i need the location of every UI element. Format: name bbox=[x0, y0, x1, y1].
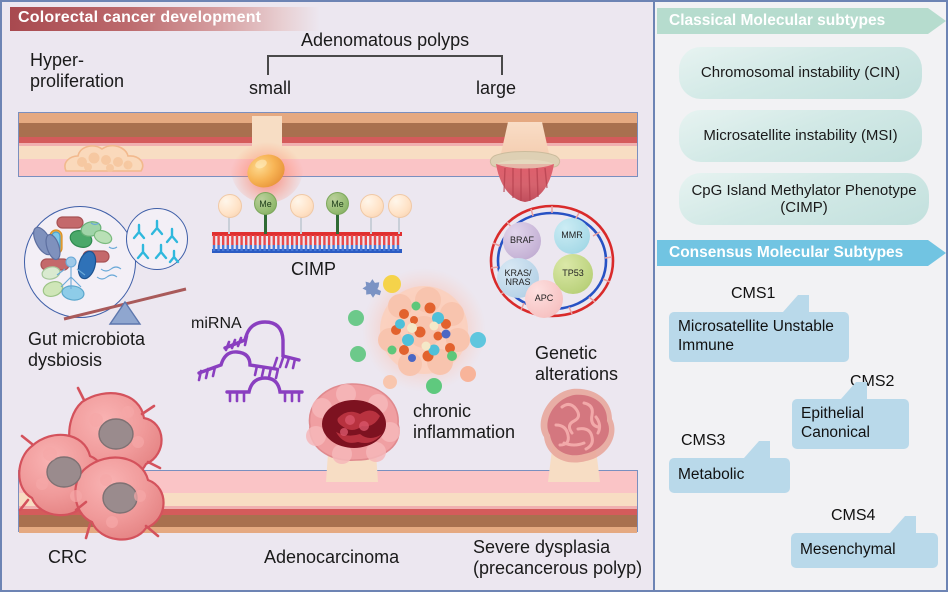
page-title: Colorectal cancer development bbox=[18, 9, 262, 26]
cms1-label: Microsatellite Unstable Immune bbox=[678, 318, 834, 354]
gene-sphere-mmr: MMR bbox=[554, 218, 590, 254]
cms1-bubble[interactable]: Microsatellite Unstable Immune bbox=[669, 295, 849, 362]
polyp-bracket bbox=[267, 55, 503, 75]
cms1-bubble-tail bbox=[783, 295, 809, 312]
gene-sphere-apc: APC bbox=[525, 280, 563, 318]
hyperproliferation-lesion bbox=[64, 144, 144, 172]
cms4-code: CMS4 bbox=[831, 507, 876, 524]
label-genetic-alterations: Genetic alterations bbox=[535, 343, 619, 385]
label-small-polyp: small bbox=[249, 78, 292, 98]
label-chronic-inflammation: chronic inflammation bbox=[413, 401, 516, 443]
severe-dysplasia-polyp bbox=[520, 387, 630, 482]
crc-development-panel: Colorectal cancer development Hyper- pro… bbox=[0, 0, 655, 592]
label-hyperproliferation: Hyper- proliferation bbox=[30, 50, 125, 92]
methylation-mark-2: Me bbox=[326, 192, 349, 215]
gene-sphere-kras-nras: KRAS/ NRAS bbox=[497, 258, 539, 298]
label-large-polyp: large bbox=[476, 78, 517, 98]
methylation-mark-1: Me bbox=[254, 192, 277, 215]
cimp-lollipops: Me Me bbox=[212, 192, 412, 237]
gene-sphere-braf: BRAF bbox=[503, 222, 541, 260]
gene-sphere-group: BRAF MMR KRAS/ NRAS TP53 APC bbox=[497, 216, 609, 318]
subtype-pill-cimp[interactable]: CpG Island Methylator Phenotype (CIMP) bbox=[679, 173, 929, 225]
cms4-bubble[interactable]: Mesenchymal bbox=[791, 516, 938, 568]
consensus-subtypes-header: Consensus Molecular Subtypes bbox=[657, 240, 946, 266]
cimp-dna-strand bbox=[212, 231, 402, 253]
crc-tumor-cells bbox=[18, 384, 210, 544]
label-adenomatous-polyps: Adenomatous polyps bbox=[301, 30, 470, 50]
upper-intestinal-wall bbox=[18, 112, 638, 177]
label-crc: CRC bbox=[48, 547, 87, 567]
cms2-bubble[interactable]: Epithelial Canonical bbox=[792, 382, 909, 449]
cms1-code: CMS1 bbox=[731, 285, 776, 302]
classical-subtypes-header: Classical Molecular subtypes bbox=[657, 8, 946, 34]
label-gut-microbiota: Gut microbiota dysbiosis bbox=[28, 329, 146, 371]
mirna-hairpins bbox=[197, 320, 304, 403]
label-severe-dysplasia: Severe dysplasia (precancerous polyp) bbox=[473, 537, 643, 579]
cms4-bubble-tail bbox=[890, 516, 916, 533]
adenocarcinoma-lesion bbox=[292, 382, 412, 482]
molecular-subtypes-panel: Classical Molecular subtypes Chromosomal… bbox=[655, 0, 948, 592]
cms3-bubble-tail bbox=[744, 441, 770, 458]
cms4-label: Mesenchymal bbox=[800, 541, 896, 559]
cms3-bubble[interactable]: Metabolic bbox=[669, 441, 790, 493]
lower-intestinal-wall bbox=[18, 470, 638, 533]
subtype-pill-cin[interactable]: Chromosomal instability (CIN) bbox=[679, 47, 922, 99]
microbiota-circle bbox=[24, 206, 136, 318]
subtype-pill-msi[interactable]: Microsatellite instability (MSI) bbox=[679, 110, 922, 162]
large-polyp bbox=[470, 122, 580, 208]
chronic-inflammation-cluster bbox=[342, 262, 532, 412]
cms3-code: CMS3 bbox=[681, 432, 726, 449]
label-adenocarcinoma: Adenocarcinoma bbox=[264, 547, 400, 567]
antibody-circle bbox=[126, 208, 188, 270]
small-polyp bbox=[231, 114, 303, 204]
title-banner bbox=[10, 7, 320, 31]
label-mirna: miRNA bbox=[191, 315, 242, 332]
cms3-label: Metabolic bbox=[678, 466, 745, 484]
balance-beam bbox=[63, 287, 187, 325]
label-cimp: CIMP bbox=[291, 259, 336, 279]
cms2-label: Epithelial Canonical bbox=[801, 405, 870, 441]
cms2-bubble-tail bbox=[841, 382, 867, 399]
